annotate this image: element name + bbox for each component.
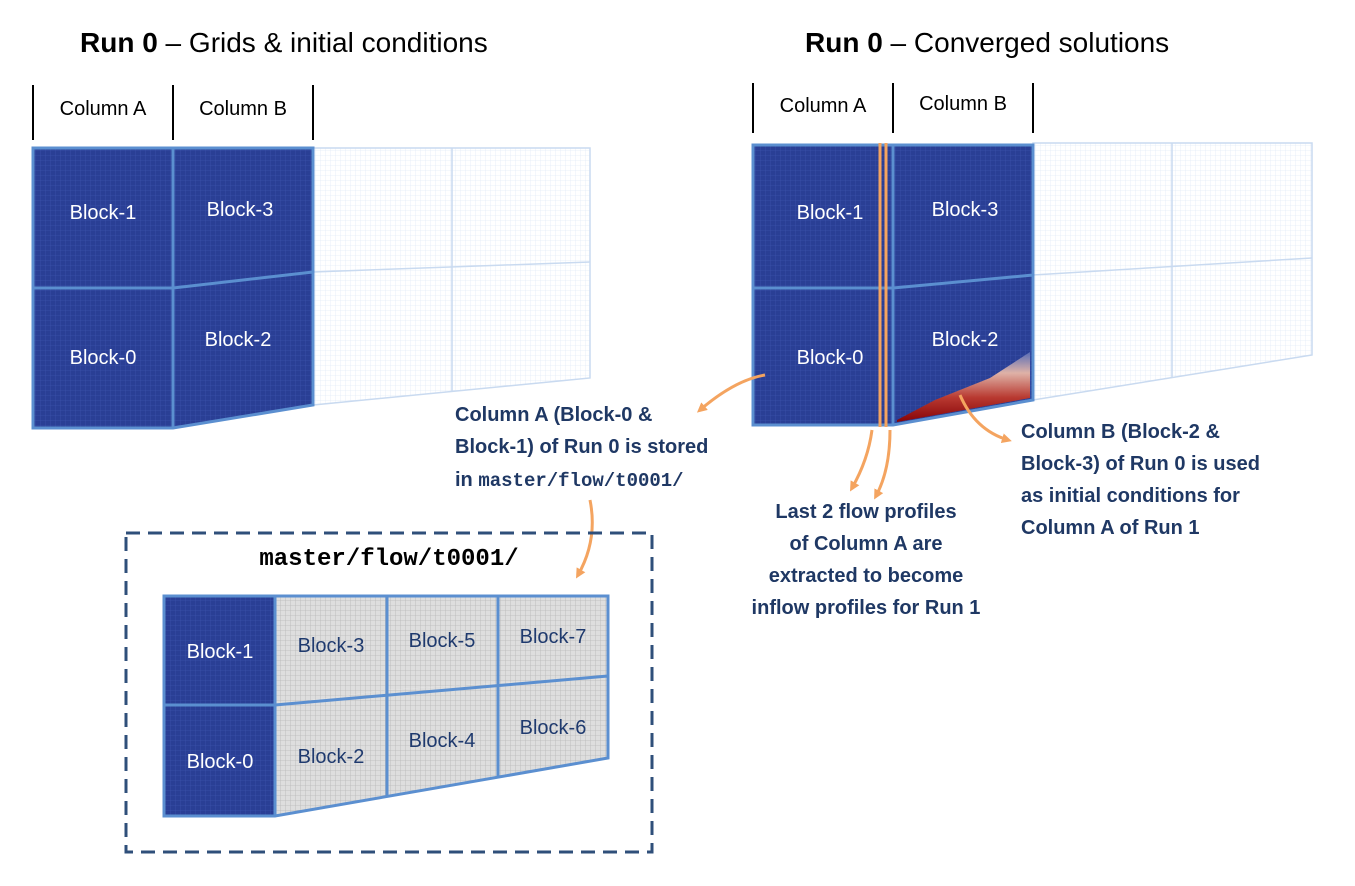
right-block-1: [753, 145, 893, 288]
right-title-rest: – Converged solutions: [883, 27, 1169, 58]
initial-note-line-3: as initial conditions for: [1021, 485, 1240, 507]
storage-dashed-box: [124, 531, 654, 854]
right-block-3-label: Block-3: [932, 199, 999, 221]
left-column-b-label: Column B: [199, 98, 287, 120]
right-title-run: Run 0: [805, 27, 883, 58]
stored-note-prefix: in: [455, 469, 478, 491]
stored-note-line-3: in master/flow/t0001/: [455, 469, 684, 492]
stored-note-line-1: Column A (Block-0 &: [455, 404, 652, 426]
storage-block-6-label: Block-6: [520, 717, 587, 739]
left-block-borders: [31, 146, 315, 430]
storage-block-7: [498, 596, 608, 683]
right-block-1-label: Block-1: [797, 202, 864, 224]
storage-block-borders: [162, 594, 610, 818]
right-block-2-label: Block-2: [932, 329, 999, 351]
left-block-0: [33, 288, 173, 428]
right-column-a-label: Column A: [780, 95, 867, 117]
storage-block-5-label: Block-5: [409, 630, 476, 652]
storage-block-1-label: Block-1: [187, 641, 254, 663]
arrow-to-stored-note: [696, 373, 766, 413]
arrow-to-storage-box: [576, 499, 594, 579]
storage-block-4-label: Block-4: [409, 730, 476, 752]
storage-block-3: [275, 596, 387, 705]
arrow-to-extract-note-2: [874, 429, 892, 500]
storage-block-3-label: Block-3: [298, 635, 365, 657]
right-block-0-label: Block-0: [797, 347, 864, 369]
stored-note-path: master/flow/t0001/: [478, 470, 683, 492]
extract-note-line-1: Last 2 flow profiles: [775, 501, 956, 523]
arrow-to-initial-note: [958, 394, 1012, 444]
left-block-3: [173, 148, 313, 288]
storage-block-5: [387, 596, 498, 690]
storage-block-7-label: Block-7: [520, 626, 587, 648]
right-block-0: [753, 288, 893, 425]
storage-path-title: master/flow/t0001/: [259, 546, 518, 573]
initial-note-line-2: Block-3) of Run 0 is used: [1021, 453, 1260, 475]
extract-note-line-4: inflow profiles for Run 1: [752, 597, 981, 619]
left-title: Run 0 – Grids & initial conditions: [80, 27, 488, 58]
storage-block-2: [275, 690, 387, 816]
initial-note-line-4: Column A of Run 1: [1021, 517, 1200, 539]
left-block-2: [173, 272, 313, 428]
left-block-0-label: Block-0: [70, 347, 137, 369]
left-block-2-label: Block-2: [205, 329, 272, 351]
storage-block-4: [387, 683, 498, 797]
left-block-3-label: Block-3: [207, 199, 274, 221]
right-title: Run 0 – Converged solutions: [805, 27, 1169, 58]
storage-block-6: [498, 676, 608, 777]
extract-note-line-3: extracted to become: [769, 565, 964, 587]
storage-block-1: [164, 596, 275, 705]
stored-note-line-2: Block-1) of Run 0 is stored: [455, 436, 708, 458]
extract-note-line-2: of Column A are: [790, 533, 943, 555]
storage-block-0-label: Block-0: [187, 751, 254, 773]
left-title-rest: – Grids & initial conditions: [158, 27, 488, 58]
arrow-to-extract-note-1: [850, 429, 874, 492]
left-column-a-label: Column A: [60, 98, 147, 120]
initial-note-line-1: Column B (Block-2 &: [1021, 421, 1220, 443]
right-block-3: [893, 145, 1033, 288]
storage-block-0: [164, 705, 275, 816]
storage-block-2-label: Block-2: [298, 746, 365, 768]
left-title-run: Run 0: [80, 27, 158, 58]
left-block-1-label: Block-1: [70, 202, 137, 224]
right-column-b-label: Column B: [919, 93, 1007, 115]
right-block-2-heat-region: [897, 352, 1030, 422]
left-block-1: [33, 148, 173, 288]
